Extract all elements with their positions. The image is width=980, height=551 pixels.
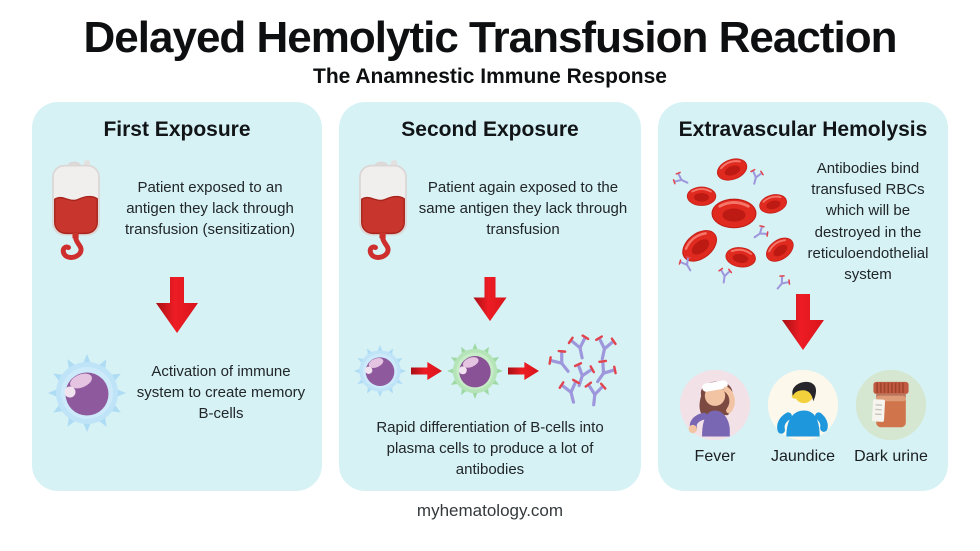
footer: myhematology.com [0,501,980,521]
first-exposure-step2: Activation of immune system to create me… [45,351,309,435]
second-exposure-step1: Patient again exposed to the same antige… [352,154,628,264]
panel-extravascular-hemolysis-title: Extravascular Hemolysis [678,117,928,141]
first-exposure-step2-text: Activation of immune system to create me… [136,362,306,423]
blood-bag-icon [352,154,414,264]
symptom-jaundice-label: Jaundice [770,447,836,465]
panel-first-exposure: First Exposure Patient exposed to an ant… [32,101,322,491]
down-arrow-icon [782,293,824,350]
blood-bag-icon [45,154,107,264]
symptom-dark-urine-label: Dark urine [854,447,928,465]
panel-second-exposure: Second Exposure Patient again exposed to… [339,101,641,491]
rbcs-with-antibodies-icon [671,153,797,290]
header: Delayed Hemolytic Transfusion Reaction T… [0,0,980,89]
page-title: Delayed Hemolytic Transfusion Reaction [83,13,898,62]
plasma-cell-icon [445,341,505,401]
panels-row: First Exposure Patient exposed to an ant… [0,101,980,491]
panel-extravascular-hemolysis: Extravascular Hemolysis [658,101,948,491]
first-exposure-step1: Patient exposed to an antigen they lack … [45,154,309,264]
memory-b-cell-icon [45,351,129,435]
symptoms-row: Fever Jaundice [671,368,935,466]
website-text: myhematology.com [416,500,564,520]
symptom-jaundice: Jaundice [759,368,847,466]
panel-second-exposure-title: Second Exposure [401,117,579,141]
jaundiced-person-icon [767,369,839,440]
page-subtitle: The Anamnestic Immune Response [313,64,667,88]
fever-person-icon [679,369,751,440]
urine-sample-jar-icon [855,369,927,440]
hemolysis-step1: Antibodies bind transfused RBCs which wi… [671,153,935,290]
right-arrow-icon [508,361,539,380]
hemolysis-step1-text: Antibodies bind transfused RBCs which wi… [807,159,929,284]
symptom-dark-urine: Dark urine [847,368,935,466]
antibodies-icon [545,332,620,408]
symptom-fever-label: Fever [694,447,736,465]
down-arrow-icon [473,276,507,321]
b-cell-differentiation-sequence [352,332,628,409]
symptom-fever: Fever [671,368,759,466]
b-cell-icon [352,343,408,399]
right-arrow-icon [411,361,442,380]
second-exposure-step1-text: Patient again exposed to the same antige… [418,178,628,239]
down-arrow-icon [156,276,198,333]
first-exposure-step1-text: Patient exposed to an antigen they lack … [124,178,296,239]
panel-first-exposure-title: First Exposure [103,117,251,141]
second-exposure-step2-text: Rapid differentiation of B-cells into pl… [376,418,604,479]
